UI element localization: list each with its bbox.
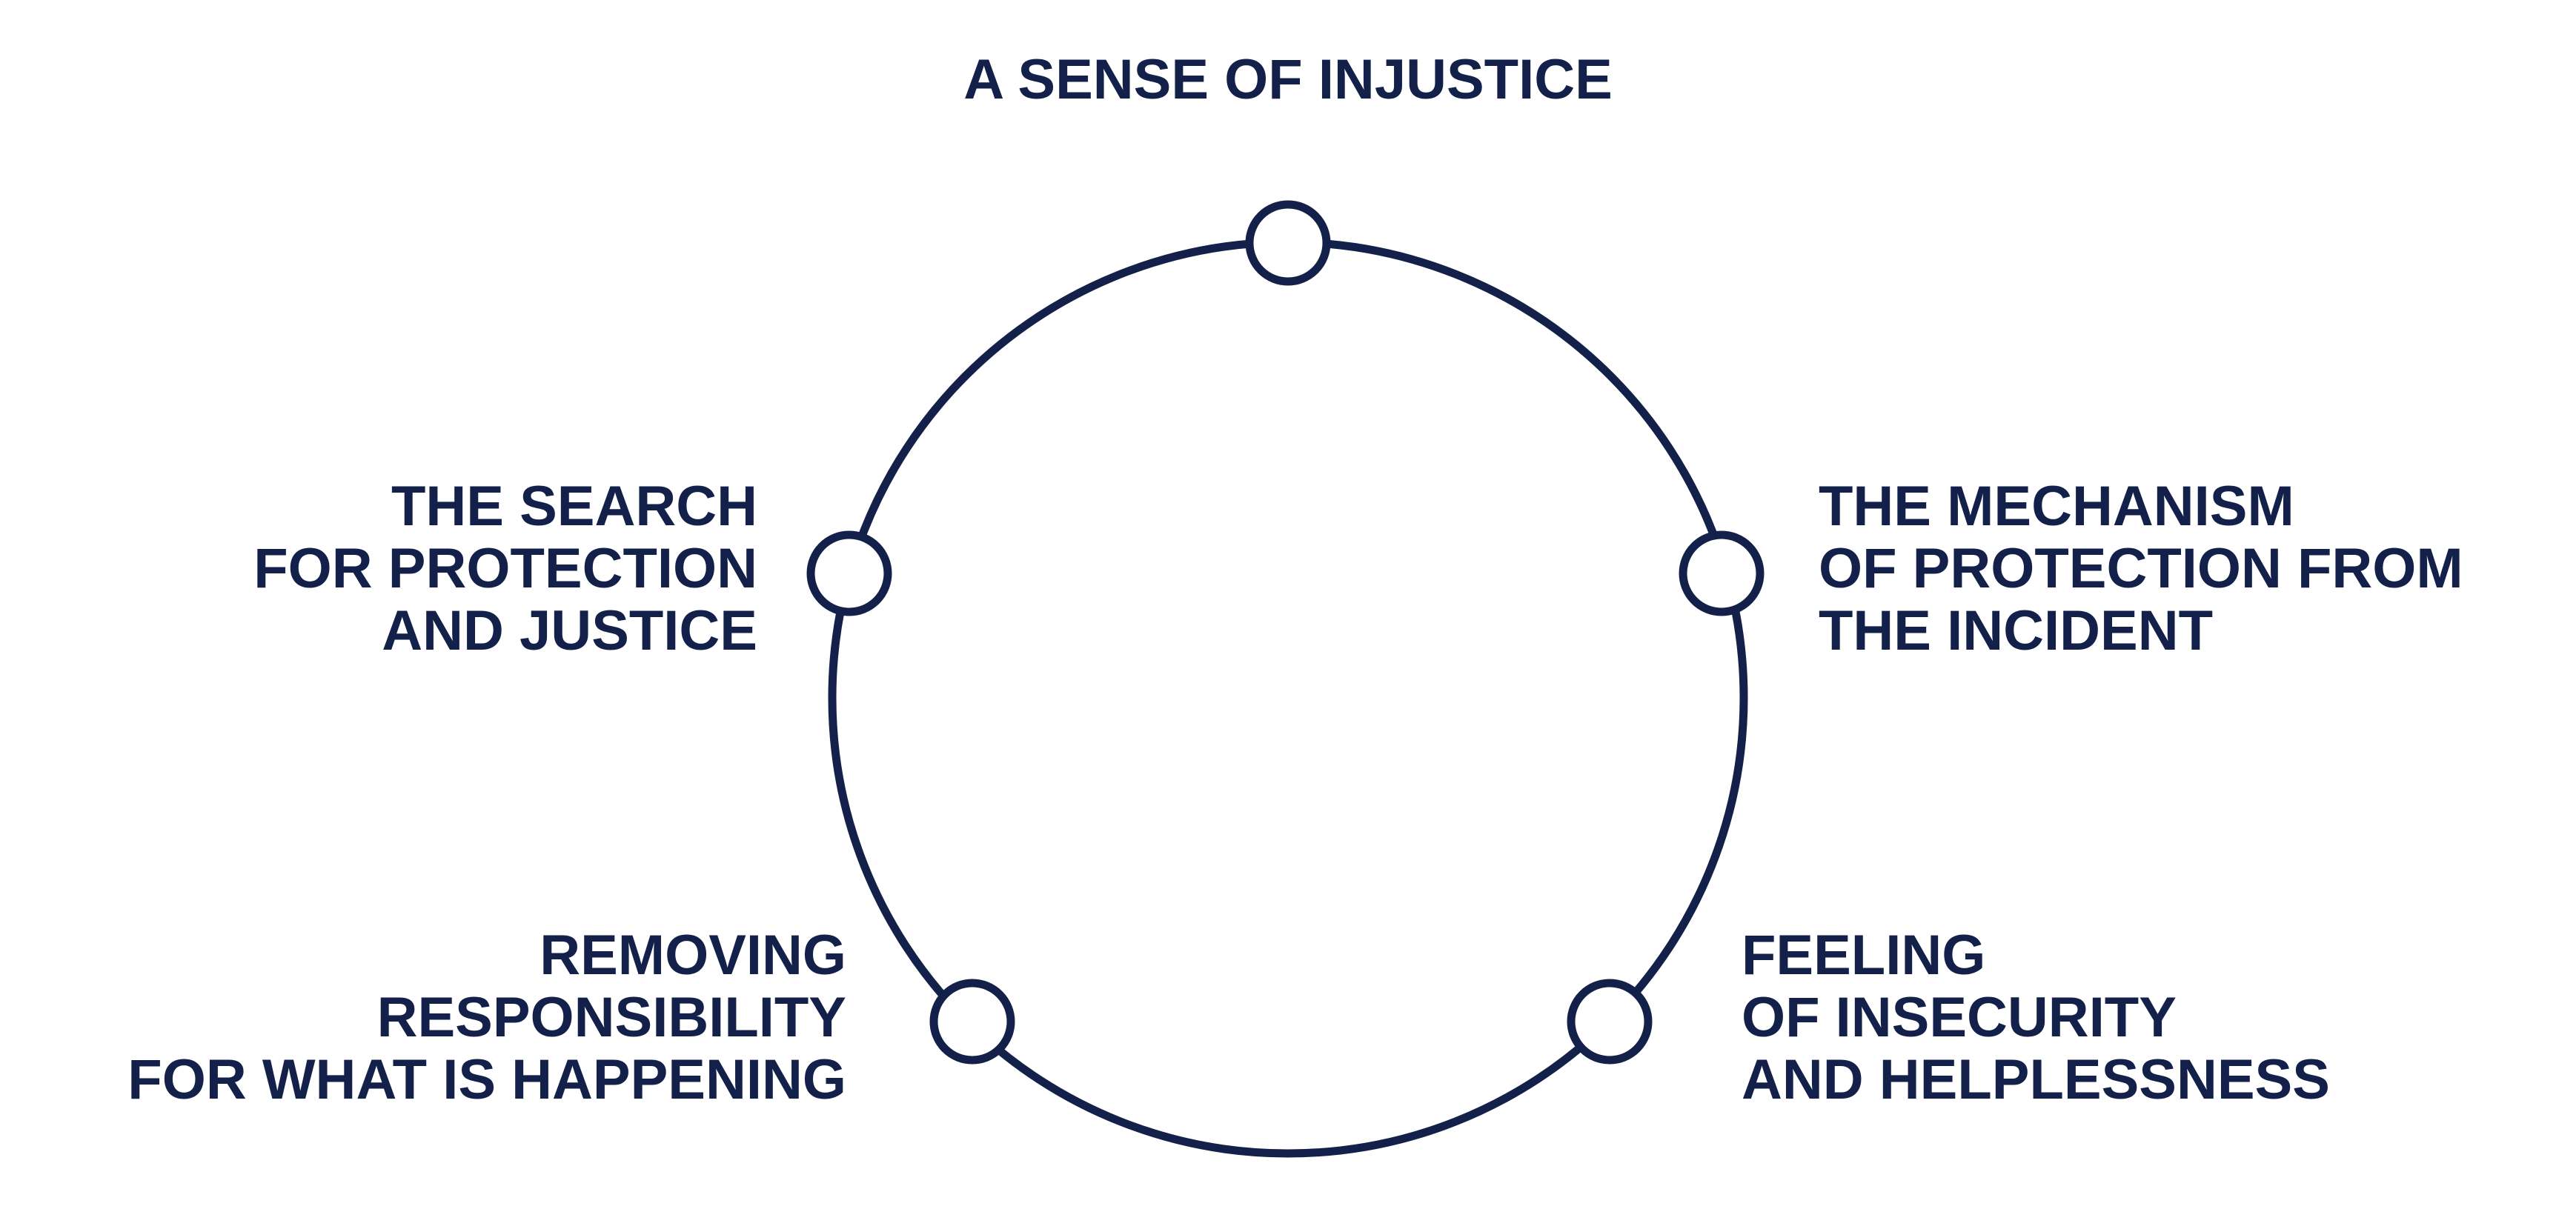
- label-top: A SENSE OF INJUSTICE: [0, 49, 2576, 111]
- label-line: A SENSE OF INJUSTICE: [963, 48, 1613, 111]
- label-line: OF INSECURITY: [1742, 986, 2177, 1049]
- node-bottom-right: [1567, 979, 1653, 1065]
- label-line: FOR WHAT IS HAPPENING: [127, 1048, 846, 1111]
- label-line: AND JUSTICE: [382, 599, 757, 662]
- label-bottom-right: FEELING OF INSECURITY AND HELPLESSNESS: [1742, 925, 2330, 1111]
- label-left: THE SEARCH FOR PROTECTION AND JUSTICE: [253, 476, 757, 662]
- node-right: [1679, 530, 1765, 616]
- label-line: THE MECHANISM: [1819, 475, 2294, 538]
- label-line: THE SEARCH: [391, 475, 757, 538]
- label-line: FOR PROTECTION: [253, 537, 757, 600]
- label-line: RESPONSIBILITY: [376, 986, 846, 1049]
- node-left: [806, 530, 892, 616]
- label-right: THE MECHANISM OF PROTECTION FROM THE INC…: [1819, 476, 2463, 662]
- label-bottom-left: REMOVING RESPONSIBILITY FOR WHAT IS HAPP…: [127, 925, 846, 1111]
- node-bottom-left: [929, 979, 1015, 1065]
- node-top: [1245, 200, 1331, 286]
- label-line: OF PROTECTION FROM: [1819, 537, 2463, 600]
- label-line: AND HELPLESSNESS: [1742, 1048, 2330, 1111]
- label-line: REMOVING: [540, 924, 846, 987]
- label-line: FEELING: [1742, 924, 1986, 987]
- label-line: THE INCIDENT: [1819, 599, 2213, 662]
